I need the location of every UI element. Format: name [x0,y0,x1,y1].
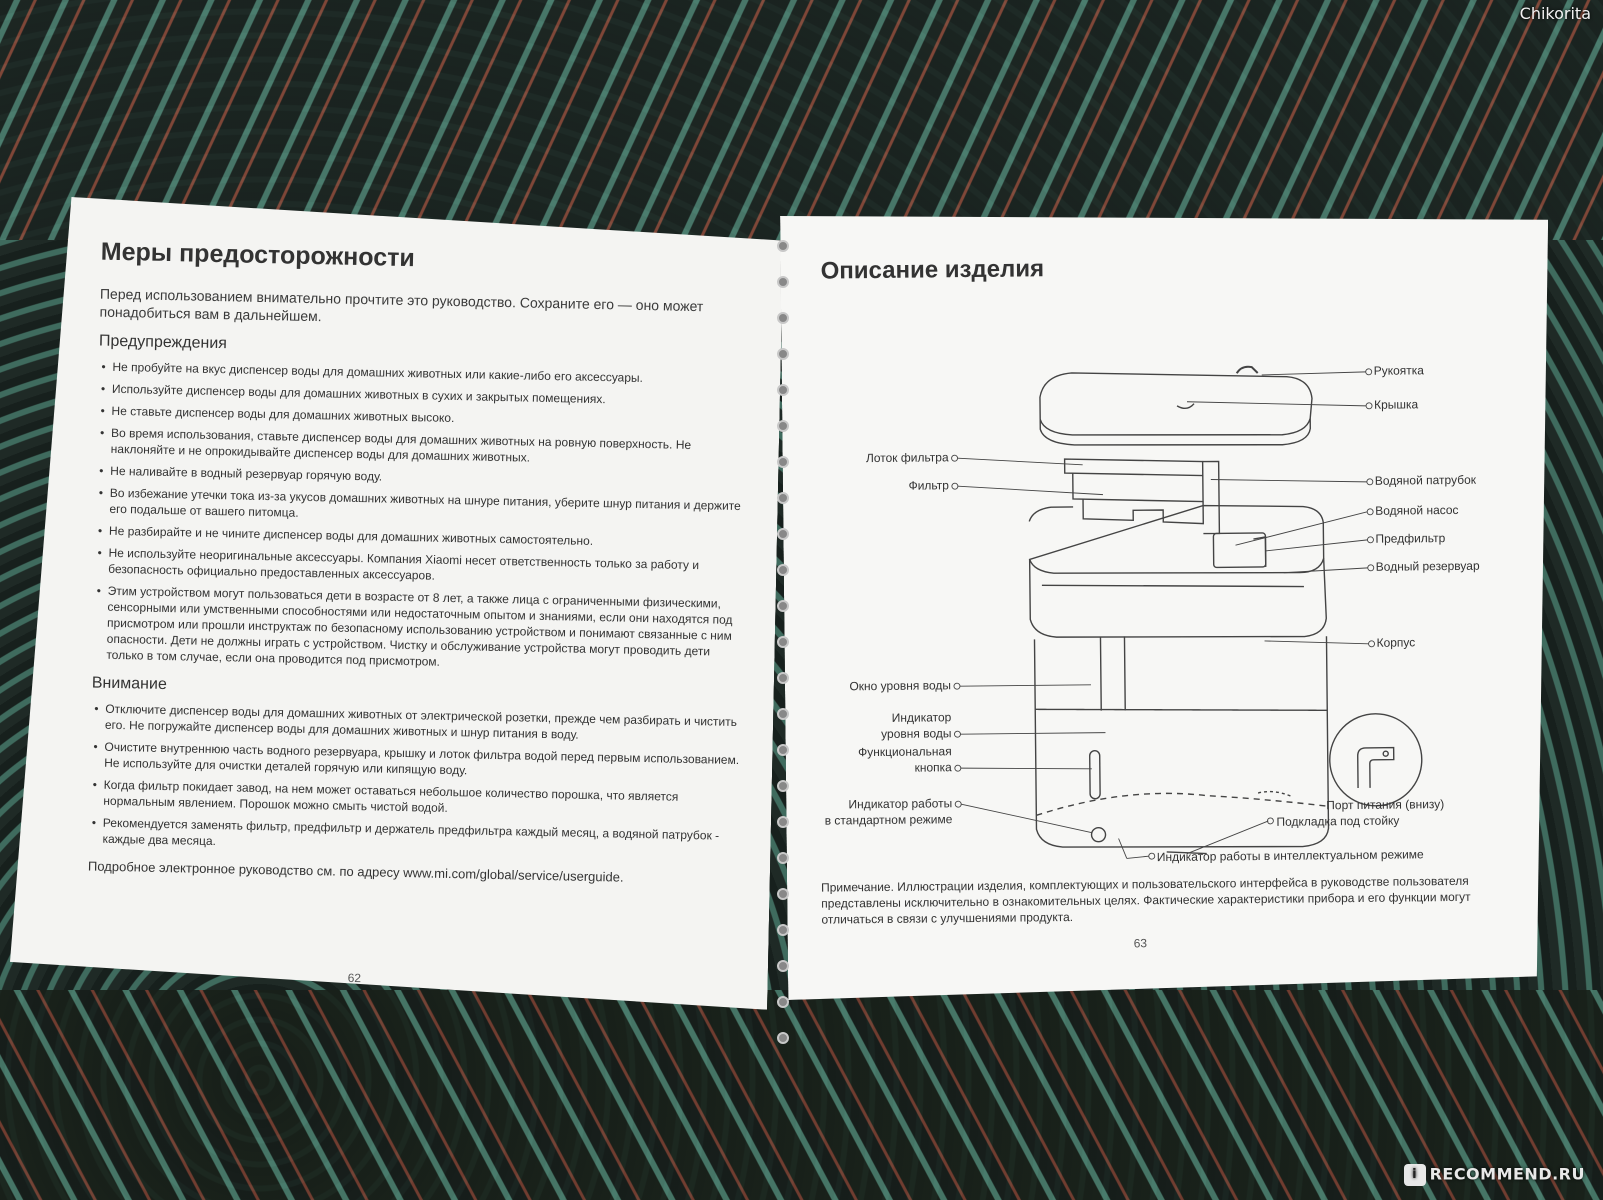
page-number: 62 [347,970,362,986]
label-water-pump: Водяной насос [1375,502,1459,518]
label-body: Корпус [1376,635,1416,650]
label-water-spout: Водяной патрубок [1374,472,1477,488]
pet-fountain-illustration [781,334,1547,872]
label-water-level-indicator-line1: Индикатор [891,710,952,725]
label-water-level-window: Окно уровня воды [849,678,952,694]
label-filter-tray: Лоток фильтра [865,450,949,466]
watermark-username: Chikorita [1519,4,1591,23]
manual-page-right: Описание изделия [780,204,1556,1000]
attention-item: Рекомендуется заменять фильтр, предфильт… [102,815,739,860]
label-water-level-indicator-line2: уровня воды [881,726,952,741]
attention-item: Когда фильтр покидает завод, на нем може… [103,777,740,822]
attention-item: Очистите внутреннюю часть водного резерв… [104,739,741,784]
label-water-tank: Водный резервуар [1375,558,1480,574]
label-filter: Фильтр [908,478,949,493]
attention-heading: Внимание [91,674,167,694]
userguide-link-text: Подробное электронное руководство см. по… [87,858,624,885]
page-title: Описание изделия [820,255,1045,285]
label-function-button-line2: кнопка [914,760,952,775]
label-function-button-line1: Функциональная [857,744,952,760]
label-standard-mode-indicator-line2: в стандартном режиме [824,812,953,828]
warning-item: Не используйте неоригинальные аксессуары… [108,545,745,590]
warnings-list: Не пробуйте на вкус диспенсер воды для д… [92,359,748,677]
label-standard-mode-indicator-line1: Индикатор работы [848,796,953,812]
label-prefilter: Предфильтр [1375,531,1446,546]
label-lid: Крышка [1373,397,1419,412]
warning-item: Во избежание утечки тока из-за укусов до… [109,485,746,530]
background-rug-top [0,0,1603,240]
product-description-section: Описание изделия [820,250,1520,285]
label-handle: Рукоятка [1373,363,1425,378]
manual-page-left: Меры предосторожности Перед использовани… [9,196,784,1010]
attention-item: Отключите диспенсер воды для домашних жи… [105,701,742,746]
warnings-heading: Предупреждения [98,332,228,353]
warning-item: Во время использования, ставьте диспенсе… [111,425,748,470]
page-number: 63 [1133,936,1148,951]
site-logo-icon: i [1403,1164,1426,1186]
background-rug-bottom [0,990,1603,1200]
attention-list: Отключите диспенсер воды для домашних жи… [88,700,741,860]
disclaimer-note: Примечание. Иллюстрации изделия, комплек… [821,873,1471,927]
warning-item: Этим устройством могут пользоваться дети… [106,583,744,676]
product-diagram: Рукоятка Крышка Лоток фильтра Фильтр Вод… [781,334,1547,872]
intro-text: Перед использованием внимательно прочтит… [99,285,704,325]
page-title: Меры предосторожности [100,237,416,273]
watermark-site-text: RECOMMEND.RU [1429,1164,1585,1184]
label-smart-mode-indicator: Индикатор работы в интеллектуальном режи… [1156,847,1424,865]
label-power-port: Порт питания (внизу) [1326,797,1445,813]
spiral-binding [776,240,790,1044]
label-stand-pad: Подкладка под стойку [1276,813,1400,829]
precautions-section: Меры предосторожности Перед использовани… [88,238,751,887]
